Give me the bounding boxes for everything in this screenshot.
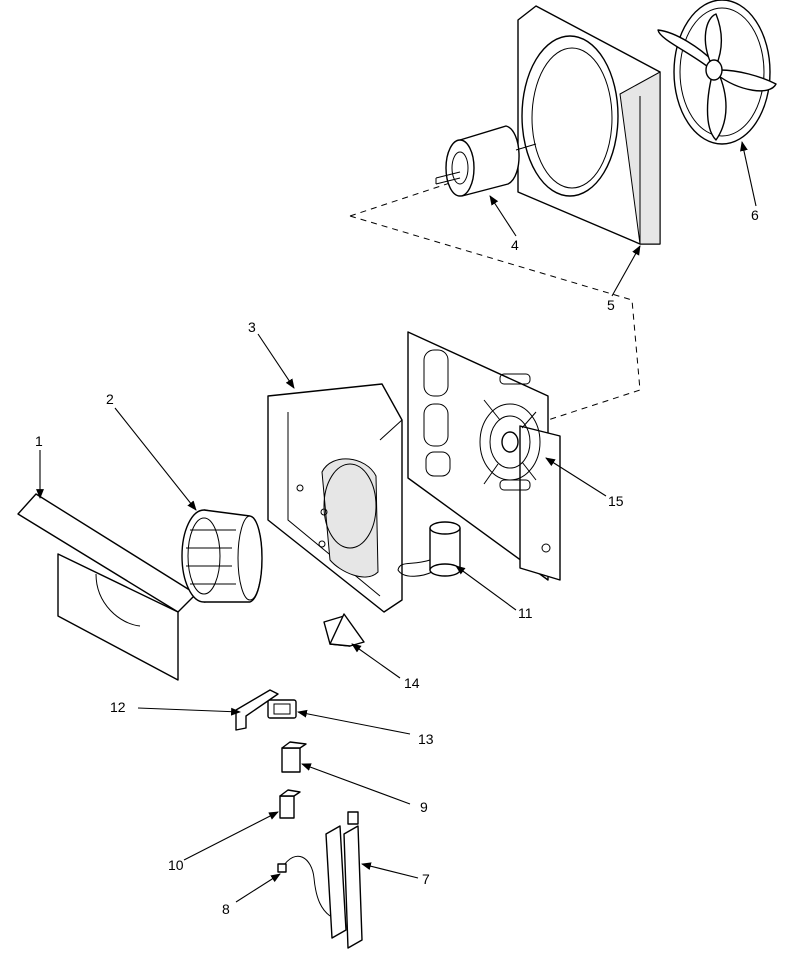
callout-9: 9 (420, 799, 428, 815)
callout-labels: 1 2 3 4 5 6 7 8 9 10 11 12 13 14 15 (35, 207, 759, 917)
callout-14: 14 (404, 675, 420, 691)
callout-4: 4 (511, 237, 519, 253)
part-3-blower-housing (267, 383, 403, 613)
callout-1: 1 (35, 433, 43, 449)
callout-15: 15 (608, 493, 624, 509)
callout-leaders (36, 141, 757, 903)
part-11-capacitor (397, 521, 461, 577)
part-10-thermostat (279, 789, 301, 819)
callout-8: 8 (222, 901, 230, 917)
callout-3: 3 (248, 319, 256, 335)
callout-5: 5 (607, 297, 615, 313)
part-13-switch (267, 699, 297, 719)
callout-10: 10 (168, 857, 184, 873)
part-9-relay (281, 741, 307, 773)
callout-6: 6 (751, 207, 759, 223)
callout-12: 12 (110, 699, 126, 715)
callout-13: 13 (418, 731, 434, 747)
part-1-partition (17, 493, 197, 681)
callout-11: 11 (518, 605, 533, 621)
part-5-shroud (517, 5, 661, 245)
part-6-fan-blade (657, 0, 777, 145)
part-2-blower-wheel (181, 509, 263, 603)
part-12-switch-bracket (235, 689, 279, 731)
part-8-sensor-lead (277, 855, 331, 917)
part-7-heater (325, 811, 363, 949)
callout-2: 2 (106, 391, 114, 407)
callout-7: 7 (422, 871, 430, 887)
part-14-bracket (323, 613, 365, 647)
part-4-fan-motor (435, 125, 537, 197)
